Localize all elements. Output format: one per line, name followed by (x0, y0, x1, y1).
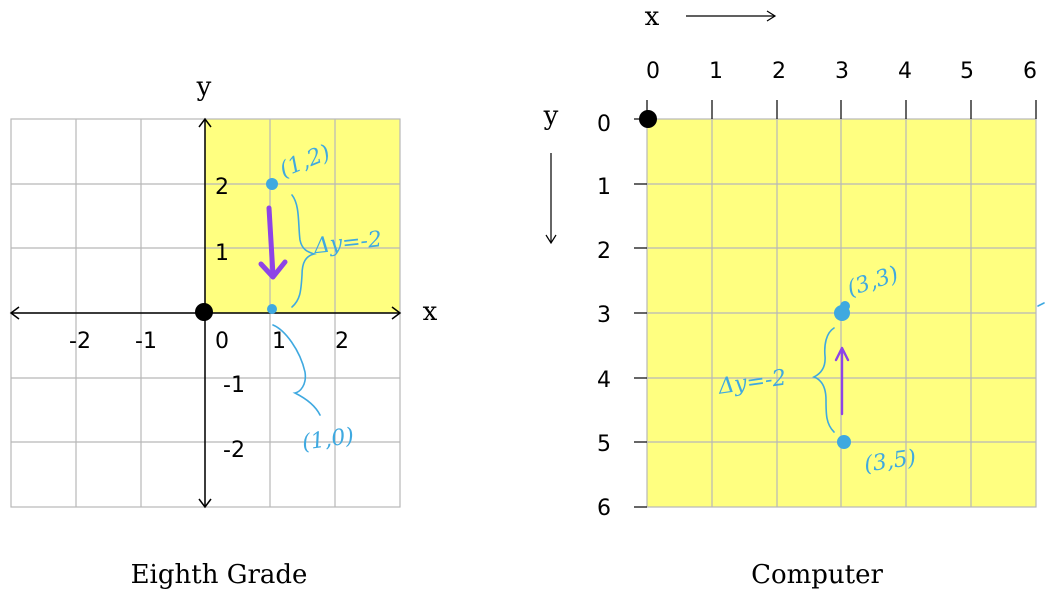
left-point-bottom-label: (1,0) (300, 424, 355, 456)
right-tick-marks (634, 100, 1037, 508)
first-quadrant-highlight (205, 119, 400, 313)
right-point-bottom (837, 435, 851, 449)
left-annotation-strokes (272, 194, 321, 416)
left-panel-caption: Eighth Grade (131, 560, 308, 590)
right-y-tick: 4 (597, 368, 611, 393)
right-axis-x-label: x (645, 2, 660, 32)
left-y-tick: 2 (215, 175, 229, 200)
right-y-tick: 6 (597, 496, 611, 521)
left-axis-x-label: x (423, 297, 438, 327)
right-axis-y-label: y (543, 101, 559, 131)
right-origin-dot (639, 110, 657, 128)
right-y-direction-arrow (545, 153, 557, 245)
left-origin-dot (195, 303, 213, 321)
left-y-tick: 1 (215, 241, 229, 266)
right-y-tick: 3 (597, 303, 611, 328)
left-y-tick: -1 (223, 373, 245, 398)
right-y-tick: 1 (597, 175, 611, 200)
left-y-tick: -2 (223, 438, 245, 463)
right-y-tick: 0 (597, 112, 611, 137)
right-annotation-strokes (812, 302, 1045, 433)
left-axis-y-label: y (196, 72, 212, 102)
right-x-tick: 1 (709, 59, 723, 84)
computer-panel: x y 0 1 2 3 4 5 6 0 1 2 3 4 5 6 (543, 2, 1045, 590)
left-x-tick: -1 (135, 329, 157, 354)
left-point-bottom (267, 304, 277, 314)
right-x-tick: 6 (1023, 59, 1037, 84)
left-point-top (266, 178, 278, 190)
left-x-tick: -2 (69, 329, 91, 354)
left-direction-arrow (258, 205, 288, 280)
left-x-tick: 0 (215, 329, 229, 354)
right-y-tick: 2 (597, 239, 611, 264)
right-panel-caption: Computer (751, 560, 883, 590)
right-x-tick: 5 (960, 59, 974, 84)
right-x-direction-arrow (686, 10, 777, 22)
left-x-tick: 2 (335, 329, 349, 354)
right-direction-arrow (834, 346, 850, 416)
left-x-tick: 1 (272, 329, 286, 354)
right-x-tick: 4 (898, 59, 912, 84)
right-y-tick: 5 (597, 432, 611, 457)
right-x-tick: 3 (835, 59, 849, 84)
right-x-tick: 0 (646, 59, 660, 84)
right-x-tick: 2 (772, 59, 786, 84)
eighth-grade-panel: x y -2 -1 0 1 2 2 1 -1 -2 (1,2) (1,0) Δy… (9, 72, 438, 590)
right-point-top-smudge (840, 301, 850, 311)
